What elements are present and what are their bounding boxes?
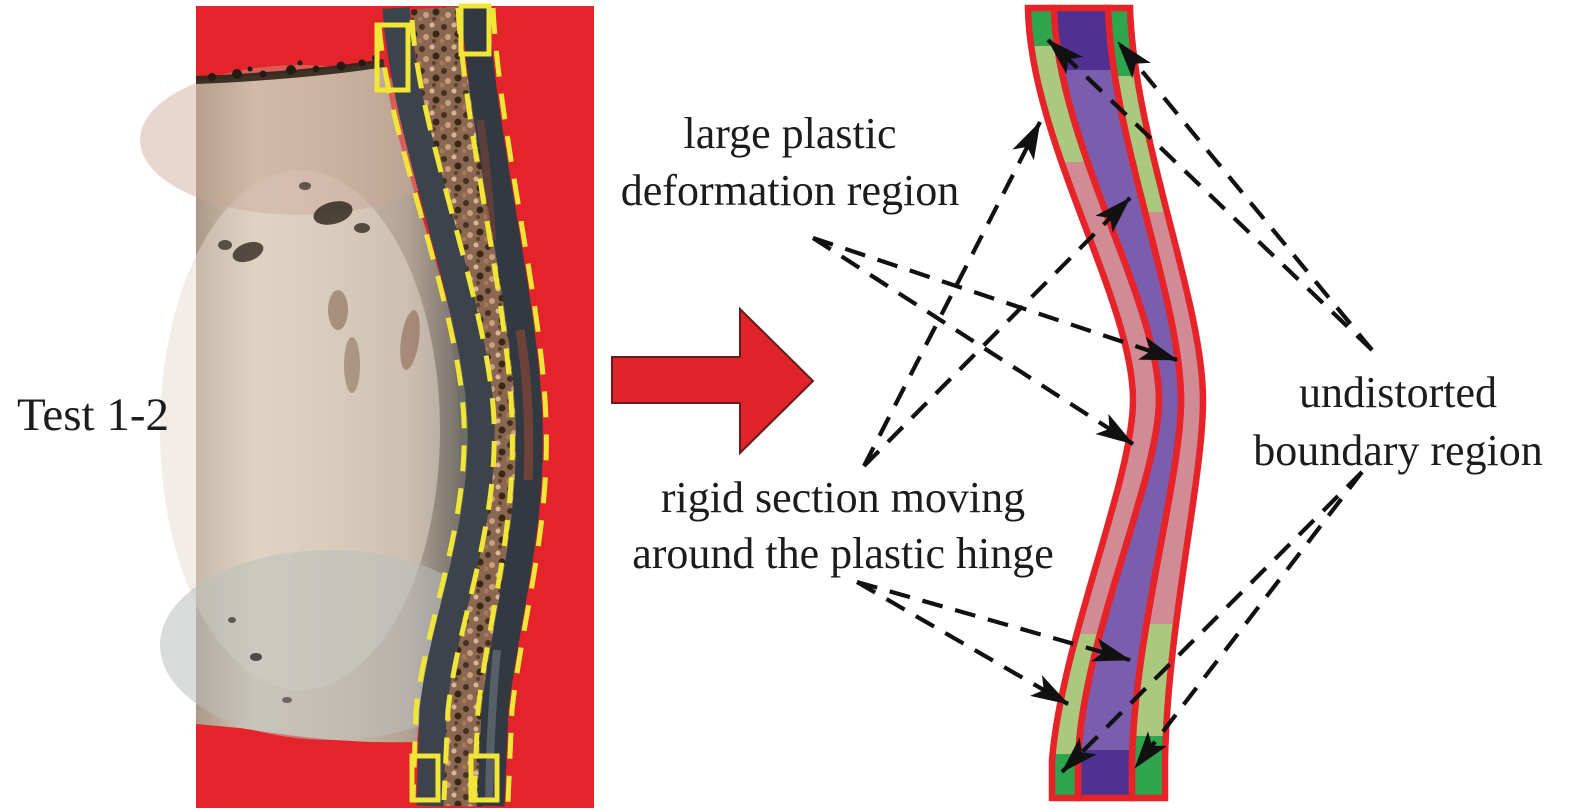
label-undistorted-line1: undistorted bbox=[1299, 368, 1497, 417]
specimen-core-texture bbox=[411, 6, 530, 807]
test-label: Test 1-2 bbox=[17, 389, 169, 441]
overlay-curve-4 bbox=[490, 7, 549, 803]
annotation-arrows bbox=[811, 38, 1374, 774]
arrow-rigid-to-left-top bbox=[862, 121, 1042, 467]
metal-warm-tint bbox=[140, 65, 460, 215]
arrow-rigid-to-right-top bbox=[862, 196, 1132, 468]
photo-panel bbox=[140, 3, 594, 808]
labels: Test 1-2 large plastic deformation regio… bbox=[17, 109, 1543, 578]
label-large-plastic-line2: deformation region bbox=[621, 166, 959, 215]
specimen-photo bbox=[140, 6, 543, 807]
rust-streak-mid bbox=[515, 329, 534, 481]
transform-arrow bbox=[611, 306, 815, 456]
overlay-curve-3 bbox=[455, 7, 515, 803]
specimen-top-edge bbox=[195, 55, 385, 84]
overlay-cap-top-inner bbox=[374, 22, 411, 93]
arrow-rigid-to-left-bottom bbox=[855, 580, 1070, 706]
overlay-curve-2 bbox=[409, 19, 497, 801]
label-rigid-section-line2: around the plastic hinge bbox=[632, 529, 1054, 578]
arrow-undistorted-to-right-bottom bbox=[1133, 470, 1364, 770]
rust-streak-top bbox=[476, 119, 496, 241]
arrow-rigid-to-right-bottom bbox=[856, 579, 1131, 663]
arrow-plastic-to-left-wall bbox=[811, 236, 1135, 446]
left-wall-outline bbox=[1024, 4, 1163, 802]
label-undistorted-line2: boundary region bbox=[1253, 426, 1543, 475]
specimen-stains bbox=[218, 182, 420, 703]
arrow-plastic-to-right-wall bbox=[812, 236, 1178, 362]
overlay-cap-bottom-inner bbox=[409, 753, 441, 803]
overlay-cap-bottom-outer bbox=[468, 753, 500, 803]
overlay-cap-top-outer bbox=[458, 3, 492, 57]
arrow-undistorted-to-left-bottom bbox=[1060, 470, 1364, 774]
yellow-overlay bbox=[374, 3, 549, 803]
right-wall-outline bbox=[1104, 4, 1207, 802]
arrow-undistorted-to-left-top bbox=[1046, 38, 1374, 352]
grey-streak-bottom bbox=[485, 649, 501, 801]
specimen-inner-skin bbox=[382, 7, 495, 807]
label-large-plastic-line1: large plastic bbox=[684, 109, 897, 158]
label-rigid-section-line1: rigid section moving bbox=[661, 473, 1025, 522]
metal-cool-tint bbox=[160, 550, 500, 740]
core-end-bottom bbox=[1054, 750, 1181, 798]
schematic-outlines bbox=[1024, 4, 1207, 802]
overlay-curve-1 bbox=[376, 24, 467, 801]
